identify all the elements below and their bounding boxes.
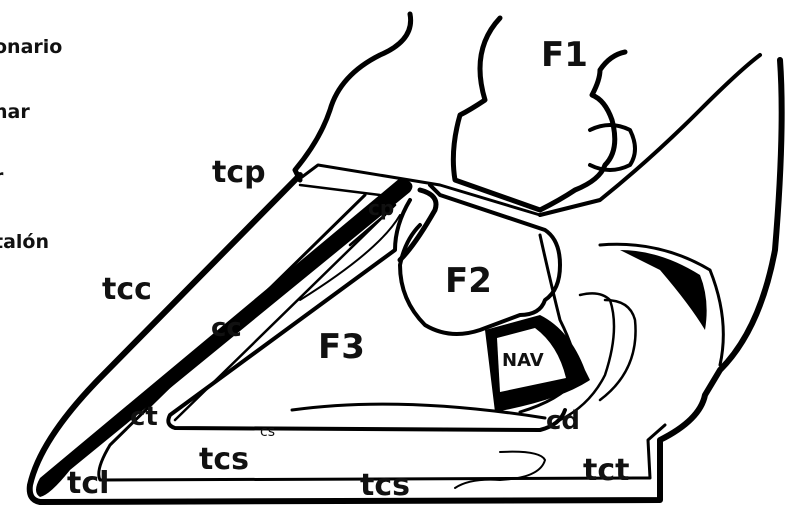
label-nav: NAV — [502, 350, 544, 371]
label-tcl: tcl — [67, 466, 109, 501]
frog-squiggle — [455, 452, 545, 488]
label-tcc: tcc — [102, 272, 152, 307]
label-f2: F2 — [445, 261, 492, 301]
label-ct: ct — [130, 402, 158, 432]
label-tcp: tcp — [212, 155, 266, 190]
label-cp: cp — [368, 196, 394, 220]
label-tct: tct — [583, 453, 629, 488]
f1-bone — [453, 18, 625, 210]
label-tcs-center: tcs — [360, 468, 410, 503]
label-cs: cs — [260, 424, 275, 440]
digital-cushion-line-2 — [600, 300, 636, 400]
label-f1: F1 — [541, 35, 588, 75]
label-cd: cd — [546, 406, 580, 436]
pastern-front — [295, 14, 411, 180]
label-f3: F3 — [318, 327, 365, 367]
label-cc: cc — [211, 313, 242, 343]
label-tcs-left: tcs — [199, 442, 249, 477]
